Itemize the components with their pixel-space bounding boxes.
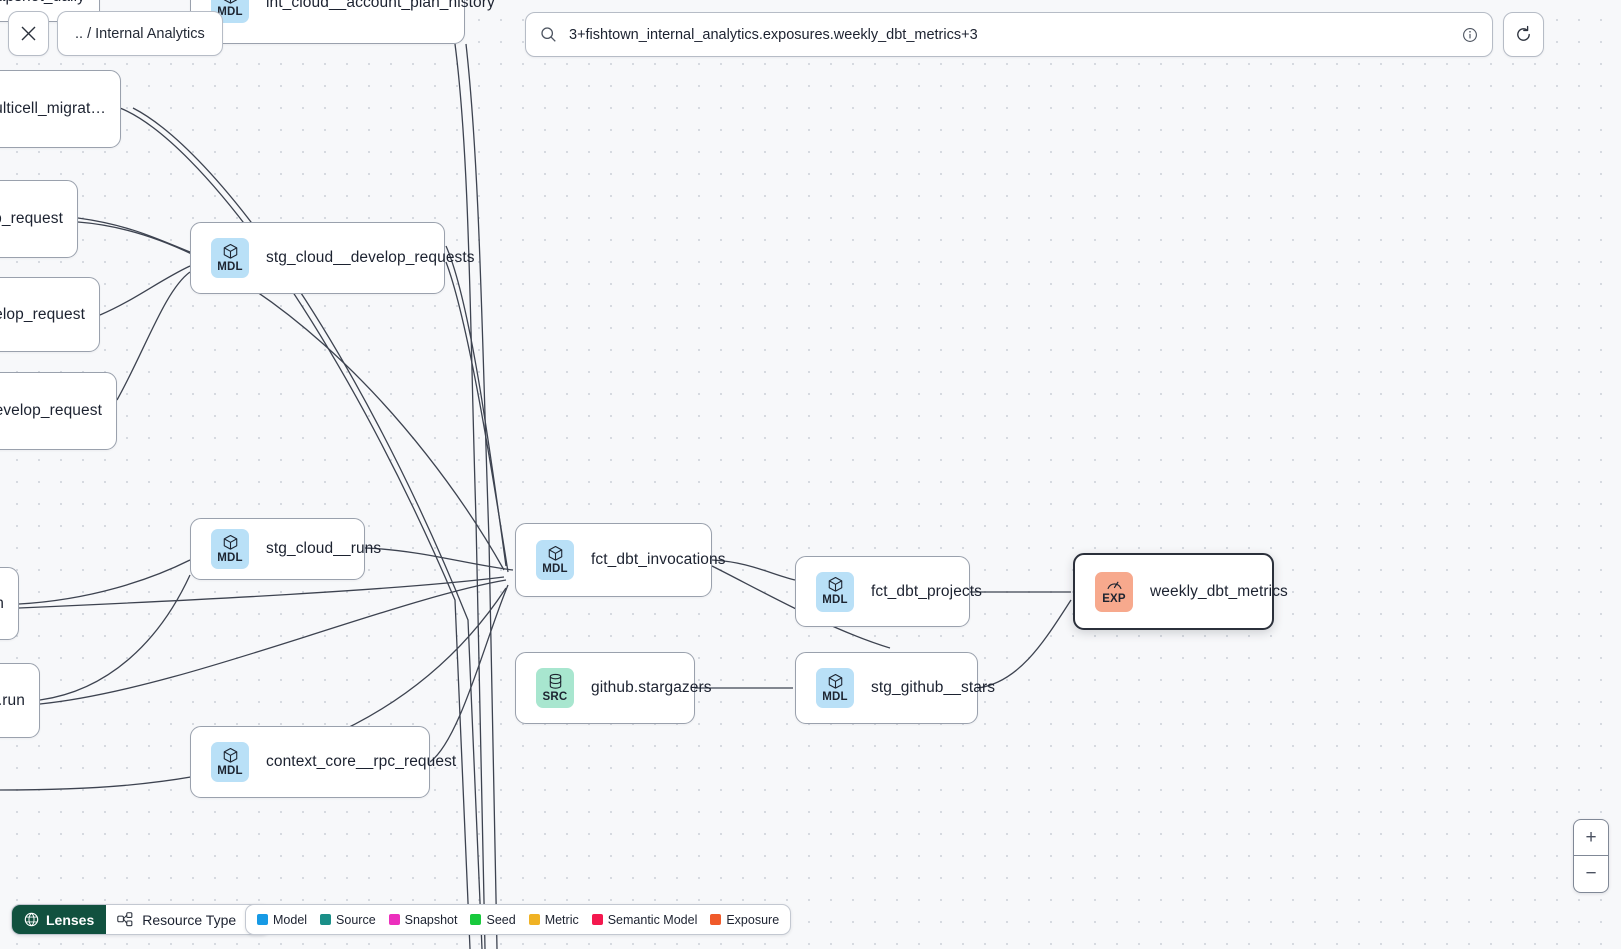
node-label: snapshot_daily [0, 0, 85, 6]
graph-node[interactable]: …n [0, 567, 19, 640]
graph-node[interactable]: SRC github.stargazers [515, 652, 712, 724]
node-label: fct_dbt_invocations [591, 551, 726, 568]
node-label: github.stargazers [591, 679, 712, 696]
zoom-controls: + − [1573, 819, 1609, 893]
legend-item[interactable]: Exposure [710, 913, 779, 927]
search-icon [540, 26, 557, 43]
legend-swatch [257, 914, 268, 925]
graph-node[interactable]: multicell_migrat… [0, 70, 121, 148]
node-type-badge-mdl: MDL [816, 571, 854, 612]
search-query-text: 3+fishtown_internal_analytics.exposures.… [569, 26, 978, 43]
legend-swatch [591, 914, 603, 925]
graph-node[interactable]: MDL fct_dbt_projects [795, 556, 982, 627]
node-label: context_core__rpc_request [266, 753, 457, 770]
graph-node[interactable]: MDL stg_github__stars [795, 652, 995, 724]
node-label: weekly_dbt_metrics [1150, 582, 1288, 600]
node-type-badge-mdl: MDL [816, 668, 854, 708]
resource-type-icon [117, 912, 133, 927]
zoom-out-button[interactable]: − [1585, 863, 1597, 884]
breadcrumb-label: .. / Internal Analytics [75, 25, 205, 42]
node-label: stg_github__stars [871, 679, 996, 696]
graph-node[interactable]: …p_request [0, 180, 78, 258]
legend-label: Source [336, 912, 376, 927]
graph-node[interactable]: MDL stg_cloud__runs [190, 518, 381, 580]
graph-node[interactable]: EXP weekly_dbt_metrics [1073, 553, 1288, 630]
close-button[interactable] [8, 11, 49, 56]
graph-node[interactable]: MDL fct_dbt_invocations [515, 523, 726, 597]
refresh-icon [1514, 25, 1533, 44]
node-label: …velop_request [0, 305, 85, 323]
lenses-label: Lenses [46, 911, 95, 928]
node-label: ….run [0, 691, 25, 709]
legend-swatch [710, 914, 722, 925]
node-type-badge-mdl: MDL [211, 529, 249, 569]
legend-swatch [320, 914, 332, 925]
refresh-button[interactable] [1503, 12, 1544, 57]
breadcrumb[interactable]: .. / Internal Analytics [57, 11, 223, 56]
lens-icon [24, 912, 39, 927]
node-label: …p_request [0, 210, 63, 227]
info-circle-icon[interactable] [1462, 27, 1478, 43]
lenses-toolbar: Lenses Resource Type [11, 904, 271, 935]
node-type-badge-exp: EXP [1095, 571, 1133, 612]
legend-item[interactable]: Model [257, 913, 307, 927]
legend-swatch [470, 914, 482, 925]
node-label: multicell_migrat… [0, 100, 106, 117]
legend-swatch [528, 914, 540, 925]
graph-node[interactable]: MDL stg_cloud__develop_requests [190, 222, 475, 294]
legend-label: Model [273, 912, 308, 927]
node-type-badge-src: SRC [536, 668, 574, 708]
search-input[interactable]: 3+fishtown_internal_analytics.exposures.… [525, 12, 1493, 57]
graph-node[interactable]: …develop_request [0, 372, 117, 450]
node-type-badge-mdl: MDL [536, 540, 574, 580]
node-label: …develop_request [0, 402, 102, 419]
graph-node[interactable]: ….run [0, 663, 40, 738]
legend-label: Metric [544, 912, 579, 927]
resource-type-label: Resource Type [142, 911, 237, 928]
legend-swatch [388, 914, 400, 925]
node-label: int_cloud__account_plan_history [266, 0, 495, 11]
legend-label: Exposure [726, 912, 780, 927]
legend-item[interactable]: Snapshot [388, 912, 458, 927]
node-type-badge-mdl: MDL [211, 238, 249, 278]
node-label: stg_cloud__runs [266, 540, 382, 557]
graph-node[interactable]: …velop_request [0, 277, 100, 352]
node-type-badge-mdl: MDL [211, 742, 249, 782]
legend-item[interactable]: Semantic Model [591, 912, 698, 927]
legend-label: Semantic Model [607, 912, 698, 927]
zoom-in-button[interactable]: + [1574, 820, 1608, 856]
close-icon [20, 25, 37, 42]
legend-label: Seed [486, 912, 516, 927]
node-label: …n [0, 595, 4, 613]
node-label: stg_cloud__develop_requests [266, 249, 475, 266]
legend-item[interactable]: Metric [528, 912, 579, 927]
resource-type-dropdown[interactable]: Resource Type [106, 905, 270, 934]
resource-type-legend: Model Source Snapshot Seed Metric Semantic Mo… [245, 904, 792, 935]
lenses-button[interactable]: Lenses [12, 905, 107, 934]
graph-node[interactable]: MDL context_core__rpc_request [190, 726, 456, 798]
legend-label: Snapshot [404, 912, 458, 927]
node-label: fct_dbt_projects [871, 582, 983, 600]
legend-item[interactable]: Source [320, 913, 376, 927]
legend-item[interactable]: Seed [470, 912, 516, 927]
